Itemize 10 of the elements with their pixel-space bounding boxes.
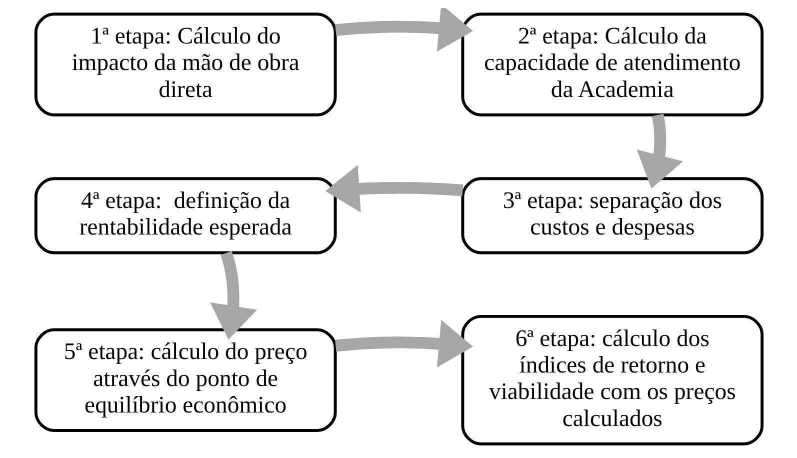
node-box: 1ª etapa: Cálculo do impacto da mão de obra direta (34, 12, 336, 116)
arrow (334, 8, 472, 52)
node-box: 5ª etapa: cálculo do preço através do ponto de equilíbrio econômico (34, 328, 336, 432)
node-box: 3ª etapa: separação dos custos e despesas (460, 177, 764, 254)
node-box: 2ª etapa: Cálculo da capacidade de atendimento da Academia (460, 12, 764, 116)
node-box: 4ª etapa: definição da rentabilidade esperada (34, 177, 336, 254)
node-box: 6ª etapa: cálculo dos índices de retorno e viabilidade com os preços calculados (460, 314, 764, 446)
arrow (210, 251, 257, 340)
arrow (324, 164, 463, 213)
arrow (334, 320, 472, 368)
